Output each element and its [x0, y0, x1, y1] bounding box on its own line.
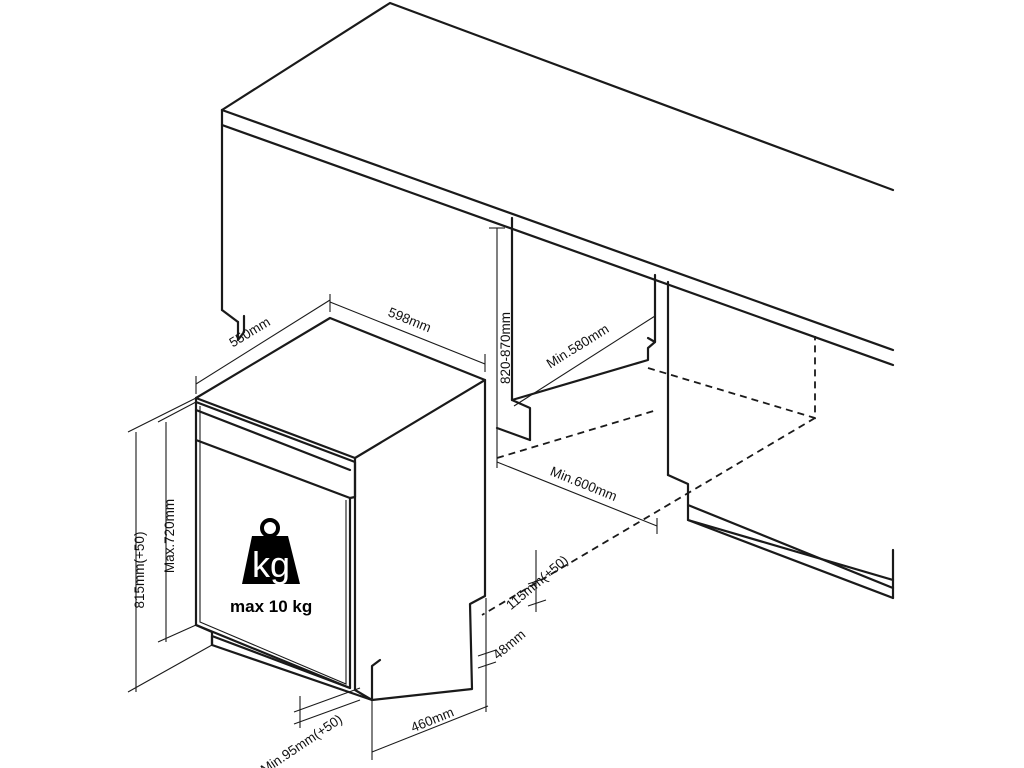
weight-icon: kg [242, 518, 300, 585]
dim-total-height: 815mm(+50) [127, 397, 213, 693]
width-label: 598mm [386, 304, 433, 335]
dim-width: 598mm [329, 301, 486, 372]
plinth-adjust-label: 115mm(+50) [503, 552, 571, 612]
dishwasher-body [194, 316, 487, 702]
niche-outline [481, 336, 816, 616]
niche-depth-label: Min.580mm [544, 321, 612, 371]
dim-niche-width: Min.600mm [496, 461, 658, 534]
dim-niche-depth: Min.580mm [513, 315, 656, 407]
dim-plinth-adjust: 115mm(+50) [503, 550, 571, 613]
foot-height-label: 48mm [490, 627, 528, 663]
countertop [220, 1, 895, 367]
right-cabinet [666, 280, 895, 600]
left-cabinet [220, 308, 246, 342]
dim-foot-height: 48mm [477, 598, 528, 690]
door-height-label: Max.720mm [162, 499, 177, 573]
dim-depth: 550mm [195, 294, 331, 394]
dim-door-height: Max.720mm [157, 401, 197, 643]
min-plinth-label: Min.95mm(+50) [258, 712, 345, 768]
dim-plinth-depth: 460mm [371, 690, 489, 760]
niche-height-label: 820-870mm [498, 312, 513, 384]
total-height-label: 815mm(+50) [132, 532, 147, 609]
niche-width-label: Min.600mm [548, 464, 619, 504]
max-weight-label: max 10 kg [230, 597, 312, 616]
niche-back-wall [495, 216, 657, 442]
plinth-depth-label: 460mm [409, 704, 456, 735]
kg-label: kg [252, 544, 290, 585]
dim-min-plinth: Min.95mm(+50) [258, 687, 361, 768]
dim-niche-height: 820-870mm [489, 227, 513, 468]
